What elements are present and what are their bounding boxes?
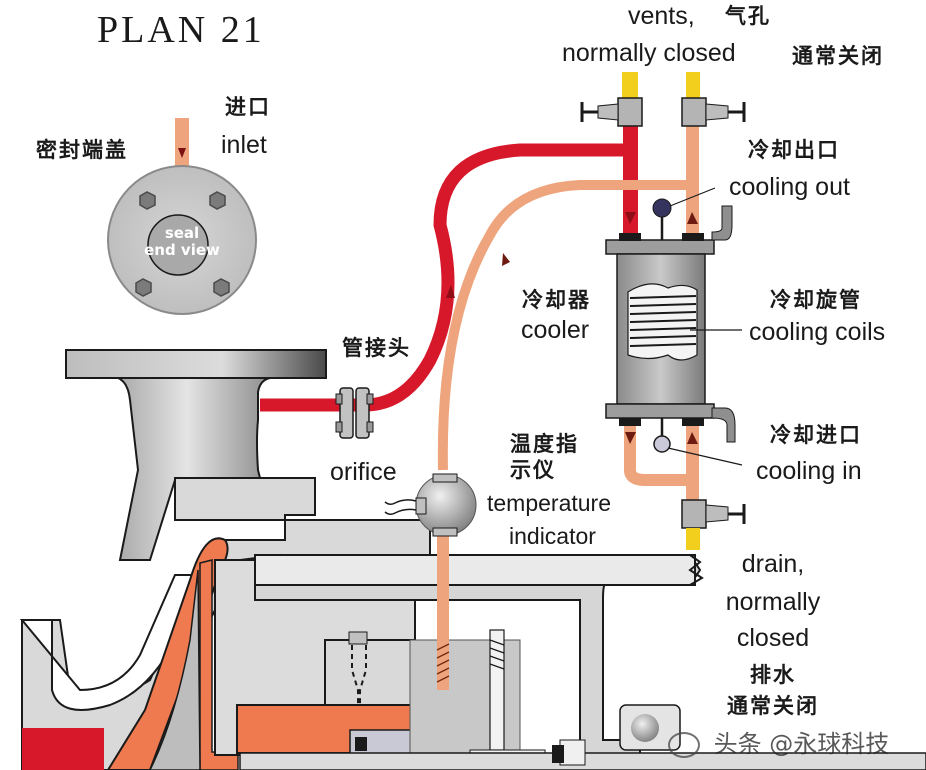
cooling-coils-label-en: cooling coils <box>749 318 886 346</box>
vents-normally-closed-en: normally closed <box>562 39 736 67</box>
orifice-label: orifice <box>330 458 397 486</box>
cooler-label-cn: 冷却器 <box>522 288 591 312</box>
cooler-bottom-loop <box>624 420 698 486</box>
seal-end-view-label: seal end view <box>142 225 222 259</box>
bearing-ball <box>631 714 659 742</box>
vent-yellow-left <box>622 72 638 98</box>
cooler-label-en: cooler <box>521 316 590 344</box>
cooling-coils-label-cn: 冷却旋管 <box>770 288 862 312</box>
inlet-label-cn: 进口 <box>225 95 271 119</box>
vents-label-cn: 气孔 <box>725 4 771 28</box>
stud-bolt <box>489 629 505 751</box>
cooling-out-label-en: cooling out <box>729 173 850 201</box>
vent-valve-body-left <box>617 97 643 127</box>
cooler-down-arrow <box>625 432 636 444</box>
seal-end-view-line2: end view <box>144 241 220 259</box>
vent-yellow-right <box>686 72 700 98</box>
drain-label-en3: closed <box>736 624 810 652</box>
vents-label-en: vents, <box>628 2 695 30</box>
cooler-up-arrow-bottom <box>687 432 698 444</box>
gland-nut-icons <box>135 191 230 297</box>
vent-valve-body-right <box>681 97 707 127</box>
cooler-bottom-plate <box>605 403 715 419</box>
cooling-in-nozzle <box>711 407 736 443</box>
page-title: PLAN 21 <box>97 9 265 51</box>
vents-normally-closed-cn: 通常关闭 <box>792 44 884 68</box>
watermark-text: 头条 @永球科技 <box>713 730 890 758</box>
nut-icon <box>213 278 230 297</box>
cool-up-arrow <box>687 212 698 224</box>
seal-end-view-line1: seal <box>164 224 200 242</box>
gland-plate <box>324 639 416 706</box>
inlet-pipe-stub <box>175 118 189 176</box>
hot-flow-arrow <box>625 212 636 224</box>
temperature-indicator-label-en2: indicator <box>509 523 596 549</box>
inlet-label-en: inlet <box>221 131 267 159</box>
nut-icon <box>139 191 156 210</box>
cooling-coil-lines <box>629 295 697 347</box>
nut-icon <box>209 191 226 210</box>
cooling-out-nozzle <box>711 205 733 241</box>
cooling-in-label-cn: 冷却进口 <box>770 423 862 447</box>
drain-label-en1: drain, <box>741 550 805 578</box>
seal-end-bore <box>147 214 209 276</box>
cooler-top-plate <box>605 239 715 255</box>
temperature-wire <box>384 499 417 516</box>
hot-line-arrow <box>446 285 455 298</box>
suction-red-fill <box>22 728 104 770</box>
vent-valves <box>580 72 746 127</box>
pump-casing <box>19 349 431 770</box>
drain-label-cn2: 通常关闭 <box>727 694 819 718</box>
seal-coil <box>436 643 450 683</box>
nut-icon <box>135 278 152 297</box>
hot-line-riser <box>623 95 638 245</box>
inlet-flow-arrow <box>178 148 186 158</box>
drain-label-en2: normally <box>725 588 821 616</box>
hot-flush-line <box>260 143 630 412</box>
bearing-bracket <box>239 554 926 770</box>
seal-end-view <box>107 118 257 315</box>
cooling-out-label-cn: 冷却出口 <box>748 138 840 162</box>
volute-inner <box>19 574 207 711</box>
watermark-logo-icon <box>668 732 700 758</box>
leader-cooling-out <box>669 187 716 207</box>
outlet-thermowell <box>652 198 672 218</box>
discharge-nozzle <box>117 377 271 561</box>
cool-return-line <box>437 180 692 471</box>
seal-end-cover-label: 密封端盖 <box>36 138 128 162</box>
temperature-indicator-label-en1: temperature <box>487 490 612 516</box>
cooler <box>605 198 736 453</box>
leader-cooling-in <box>667 447 743 466</box>
temperature-indicator-label-cn2: 示仪 <box>510 458 556 482</box>
drain-label-cn1: 排水 <box>750 663 796 687</box>
watermark: 头条 @永球科技 <box>668 724 889 759</box>
pipe-fitting-label: 管接头 <box>342 336 411 360</box>
orifice-fitting <box>335 387 374 439</box>
temperature-indicator-label-cn1: 温度指 <box>510 432 579 456</box>
inlet-thermowell <box>653 435 671 453</box>
cooling-in-label-en: cooling in <box>756 457 862 485</box>
temperature-indicator-bulb <box>384 473 477 537</box>
cool-line-arrow <box>502 253 510 266</box>
drain-valve <box>681 499 746 550</box>
drain-yellow <box>686 528 700 550</box>
cool-line-riser <box>686 95 699 245</box>
discharge-flange <box>65 349 327 379</box>
